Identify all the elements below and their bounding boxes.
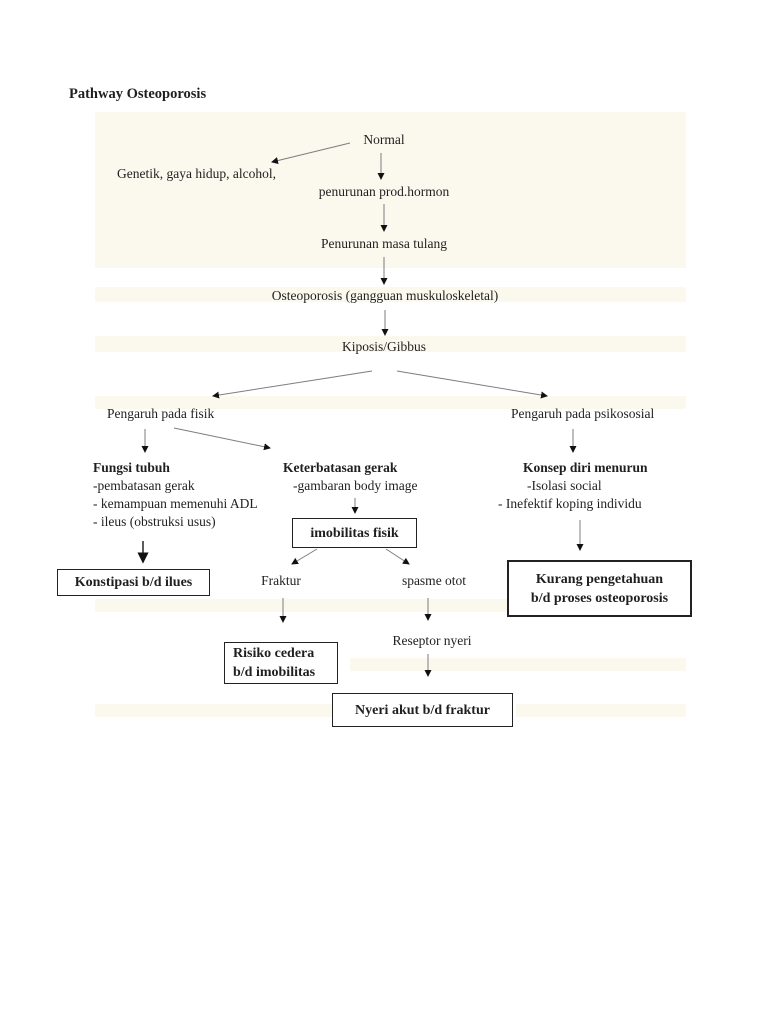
node-osteoporosis: Osteoporosis (gangguan muskuloskeletal) [271,288,499,303]
branch-fungsi-tubuh: Fungsi tubuh -pembatasan gerak - kemampu… [93,459,258,531]
arrow-imobilitas-to-fraktur [291,548,318,565]
highlight-band [350,658,686,671]
node-pengaruh-pada-fisik: Pengaruh pada fisik [107,406,215,421]
arrow-imobilitas-to-spasme [385,548,410,565]
box-imobilitas-fisik-label: imobilitas fisik [310,525,399,541]
arrow-kiposis-to-fisik [212,370,373,399]
node-kiposis-gibbus: Kiposis/Gibbus [341,339,427,354]
highlight-band [95,336,686,352]
branch-keterbatasan-gerak: Keterbatasan gerak -gambaran body image [283,459,417,495]
node-normal: Normal [363,132,405,147]
box-kurang-pengetahuan-line1: Kurang pengetahuan [535,571,664,587]
branch-konsep-diri-menurun: Konsep diri menurun -Isolasi social - In… [498,459,648,513]
branch-konsep-diri-title: Konsep diri menurun [523,460,648,475]
arrow-normal-to-genetik [271,142,351,164]
node-pengaruh-pada-psikososial: Pengaruh pada psikososial [511,406,655,421]
highlight-band [95,287,686,302]
branch-keterbatasan-gerak-item: -gambaran body image [293,478,418,493]
node-genetik-gaya-hidup: Genetik, gaya hidup, alcohol, [117,166,276,181]
box-konstipasi: Konstipasi b/d ilues [57,569,210,596]
node-fraktur: Fraktur [261,573,301,588]
box-risiko-cedera-line1: Risiko cedera [233,646,315,661]
node-penurunan-masa-tulang: Penurunan masa tulang [321,236,447,251]
box-kurang-pengetahuan-line2: b/d proses osteoporosis [530,590,669,606]
page-title: Pathway Osteoporosis [69,86,207,102]
arrow-kiposis-to-psikososial [396,370,548,399]
node-reseptor-nyeri: Reseptor nyeri [392,633,472,648]
branch-konsep-diri-item: -Isolasi social [527,478,602,493]
highlight-band [95,112,686,268]
branch-fungsi-tubuh-item: - ileus (obstruksi usus) [93,514,216,529]
arrow-fisik-to-keterbatasan [173,427,271,451]
node-spasme-otot: spasme otot [401,573,467,588]
highlight-band [95,396,686,409]
branch-fungsi-tubuh-item: -pembatasan gerak [93,478,195,493]
branch-keterbatasan-gerak-title: Keterbatasan gerak [283,460,398,475]
branch-fungsi-tubuh-item: - kemampuan memenuhi ADL [93,496,258,511]
highlight-band [516,704,686,717]
box-imobilitas-fisik: imobilitas fisik [292,518,417,548]
node-penurunan-prod-hormon: penurunan prod.hormon [318,184,450,199]
box-risiko-cedera: Risiko cedera b/d imobilitas [224,642,338,684]
branch-konsep-diri-item: - Inefektif koping individu [498,496,642,511]
box-risiko-cedera-line2: b/d imobilitas [233,665,316,680]
box-nyeri-akut-label: Nyeri akut b/d fraktur [355,702,490,718]
branch-fungsi-tubuh-title: Fungsi tubuh [93,460,170,475]
highlight-band [95,704,332,717]
box-nyeri-akut: Nyeri akut b/d fraktur [332,693,513,727]
box-kurang-pengetahuan: Kurang pengetahuan b/d proses osteoporos… [507,560,692,617]
box-konstipasi-label: Konstipasi b/d ilues [74,575,193,590]
